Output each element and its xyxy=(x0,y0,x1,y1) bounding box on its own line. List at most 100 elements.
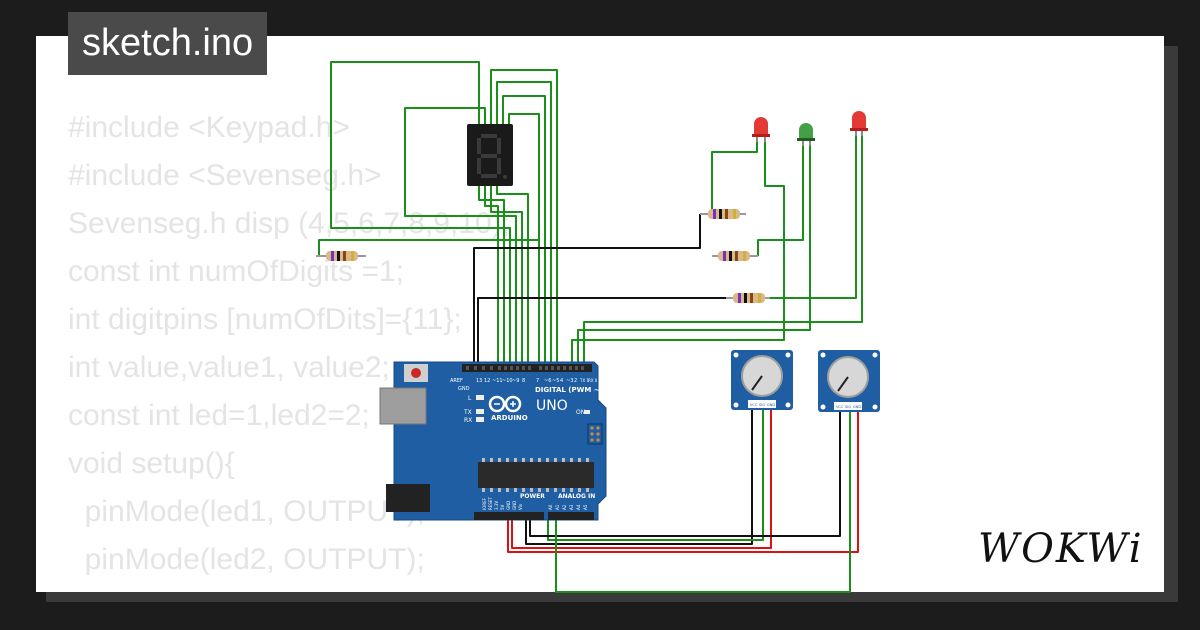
wire-green[interactable] xyxy=(768,134,857,299)
code-line: const int numOfDigits =1; xyxy=(68,255,404,288)
pin-label: 4 xyxy=(560,378,563,384)
pin-label: Vin xyxy=(518,503,523,510)
code-line: #include <Sevenseg.h> xyxy=(68,159,382,192)
pin-label: IOREF xyxy=(482,497,487,510)
pin-label: A1 xyxy=(555,504,560,510)
usb-port-icon xyxy=(379,387,427,425)
pin-label: GND xyxy=(512,501,517,510)
wire-green[interactable] xyxy=(502,95,546,364)
pin-label: 3.3V xyxy=(494,501,499,510)
wire-green[interactable] xyxy=(583,134,863,364)
pin-label: 5V xyxy=(500,504,505,510)
wire-green[interactable] xyxy=(577,144,811,364)
analog-header xyxy=(548,512,594,520)
wires xyxy=(318,61,863,593)
on-label: ON xyxy=(576,409,585,416)
power-label: POWER xyxy=(520,493,545,500)
potentiometer-2[interactable]: VCC SIG GND xyxy=(818,350,880,412)
file-title-tag: sketch.ino xyxy=(68,12,268,75)
microcontroller-chip xyxy=(478,462,594,488)
wire-green[interactable] xyxy=(318,239,540,256)
gnd-label: GND xyxy=(458,386,470,392)
led-green[interactable] xyxy=(797,123,815,146)
resistor[interactable] xyxy=(726,293,770,303)
knob-pointer-icon xyxy=(837,376,849,392)
pin-label: SIG xyxy=(845,405,851,409)
uno-label: UNO xyxy=(536,398,568,414)
pin-label: A5 xyxy=(583,504,588,510)
pin-label: RX 0 xyxy=(588,378,598,383)
knob-pointer-icon xyxy=(751,375,763,391)
wire-green[interactable] xyxy=(496,81,552,364)
code-line: pinMode(led1, OUTPUT); xyxy=(68,495,425,528)
pin-label: ~5 xyxy=(552,378,559,384)
pin-label: ~3 xyxy=(566,378,573,384)
pin-label: A3 xyxy=(569,504,574,510)
pin-label: SIG xyxy=(759,403,765,407)
wokwi-logo: WOKWi xyxy=(978,526,1144,572)
rx-label: RX xyxy=(464,417,472,424)
power-header xyxy=(474,512,544,520)
resistor[interactable] xyxy=(316,251,366,261)
wire-black[interactable] xyxy=(529,410,841,537)
pin-label: ~10 xyxy=(502,378,513,384)
pin-label: 13 xyxy=(476,378,482,384)
pin-label: ~11 xyxy=(492,378,503,384)
arduino-brand-label: ARDUINO xyxy=(491,414,528,422)
wire-green[interactable] xyxy=(330,61,511,364)
power-jack-icon xyxy=(386,484,430,512)
digital-header xyxy=(462,364,592,372)
wire-green[interactable] xyxy=(571,140,785,364)
wire-green[interactable] xyxy=(757,144,804,256)
code-background: #include <Keypad.h> #include <Sevenseg.h>… xyxy=(68,104,510,592)
code-line: pinMode(led2, OUTPUT); xyxy=(68,543,425,576)
wire-black[interactable] xyxy=(477,297,726,364)
pin-label: 8 xyxy=(522,378,525,384)
pin-label: VCC xyxy=(836,405,844,409)
seven-segment-display[interactable] xyxy=(467,124,513,186)
tx-label: TX xyxy=(463,409,472,416)
arduino-logo-icon xyxy=(488,395,522,413)
pin-label: GND xyxy=(767,403,775,407)
pin-label: GND xyxy=(506,501,511,510)
wire-black[interactable] xyxy=(473,214,701,364)
analog-label: ANALOG IN xyxy=(558,493,595,500)
code-line: Sevenseg.h disp (4,5,6,7,8,9,10); xyxy=(68,207,510,240)
wire-green[interactable] xyxy=(555,410,851,593)
wire-green[interactable] xyxy=(490,69,558,364)
resistor[interactable] xyxy=(700,209,746,219)
wire-green[interactable] xyxy=(490,186,523,364)
pin-label: GND xyxy=(853,405,861,409)
wire-green[interactable] xyxy=(547,410,764,541)
code-line: #include <Keypad.h> xyxy=(68,111,350,144)
pin-label: 7 xyxy=(536,378,539,384)
led-red-1[interactable] xyxy=(752,117,770,142)
wire-red[interactable] xyxy=(511,410,772,549)
pin-label: VCC xyxy=(750,403,758,407)
pin-label: 12 xyxy=(484,378,490,384)
pin-label: RESET xyxy=(488,497,493,510)
code-line: void setup(){ xyxy=(68,447,235,480)
wire-black[interactable] xyxy=(525,410,753,545)
code-line: int digitpins [numOfDits]={11}; xyxy=(68,303,462,336)
pin-label: A0 xyxy=(548,504,553,510)
l-label: L xyxy=(468,395,472,402)
potentiometer-1[interactable]: VCC SIG GND xyxy=(731,350,793,410)
pin-label: 2 xyxy=(574,378,577,384)
wire-green[interactable] xyxy=(496,186,529,364)
code-line: int value,value1, value2; xyxy=(68,351,390,384)
pin-label: A2 xyxy=(562,504,567,510)
aref-label: AREF xyxy=(450,378,463,384)
segment-digit-icon xyxy=(477,134,507,179)
pin-label: TX 1 xyxy=(579,378,589,383)
arduino-uno-board[interactable]: AREF GND 13 12 ~11 ~10 ~9 8 7 ~6 ~5 4 ~3… xyxy=(379,361,607,521)
pin-label: ~6 xyxy=(544,378,551,384)
resistor[interactable] xyxy=(712,251,758,261)
pin-label: A4 xyxy=(576,504,581,510)
led-red-2[interactable] xyxy=(850,111,868,136)
wire-red[interactable] xyxy=(507,410,859,553)
code-line: pinMode(led3, OUTPUT); xyxy=(68,584,510,592)
code-line: const int led=1,led2=2; xyxy=(68,399,370,432)
wire-green[interactable] xyxy=(711,140,758,214)
